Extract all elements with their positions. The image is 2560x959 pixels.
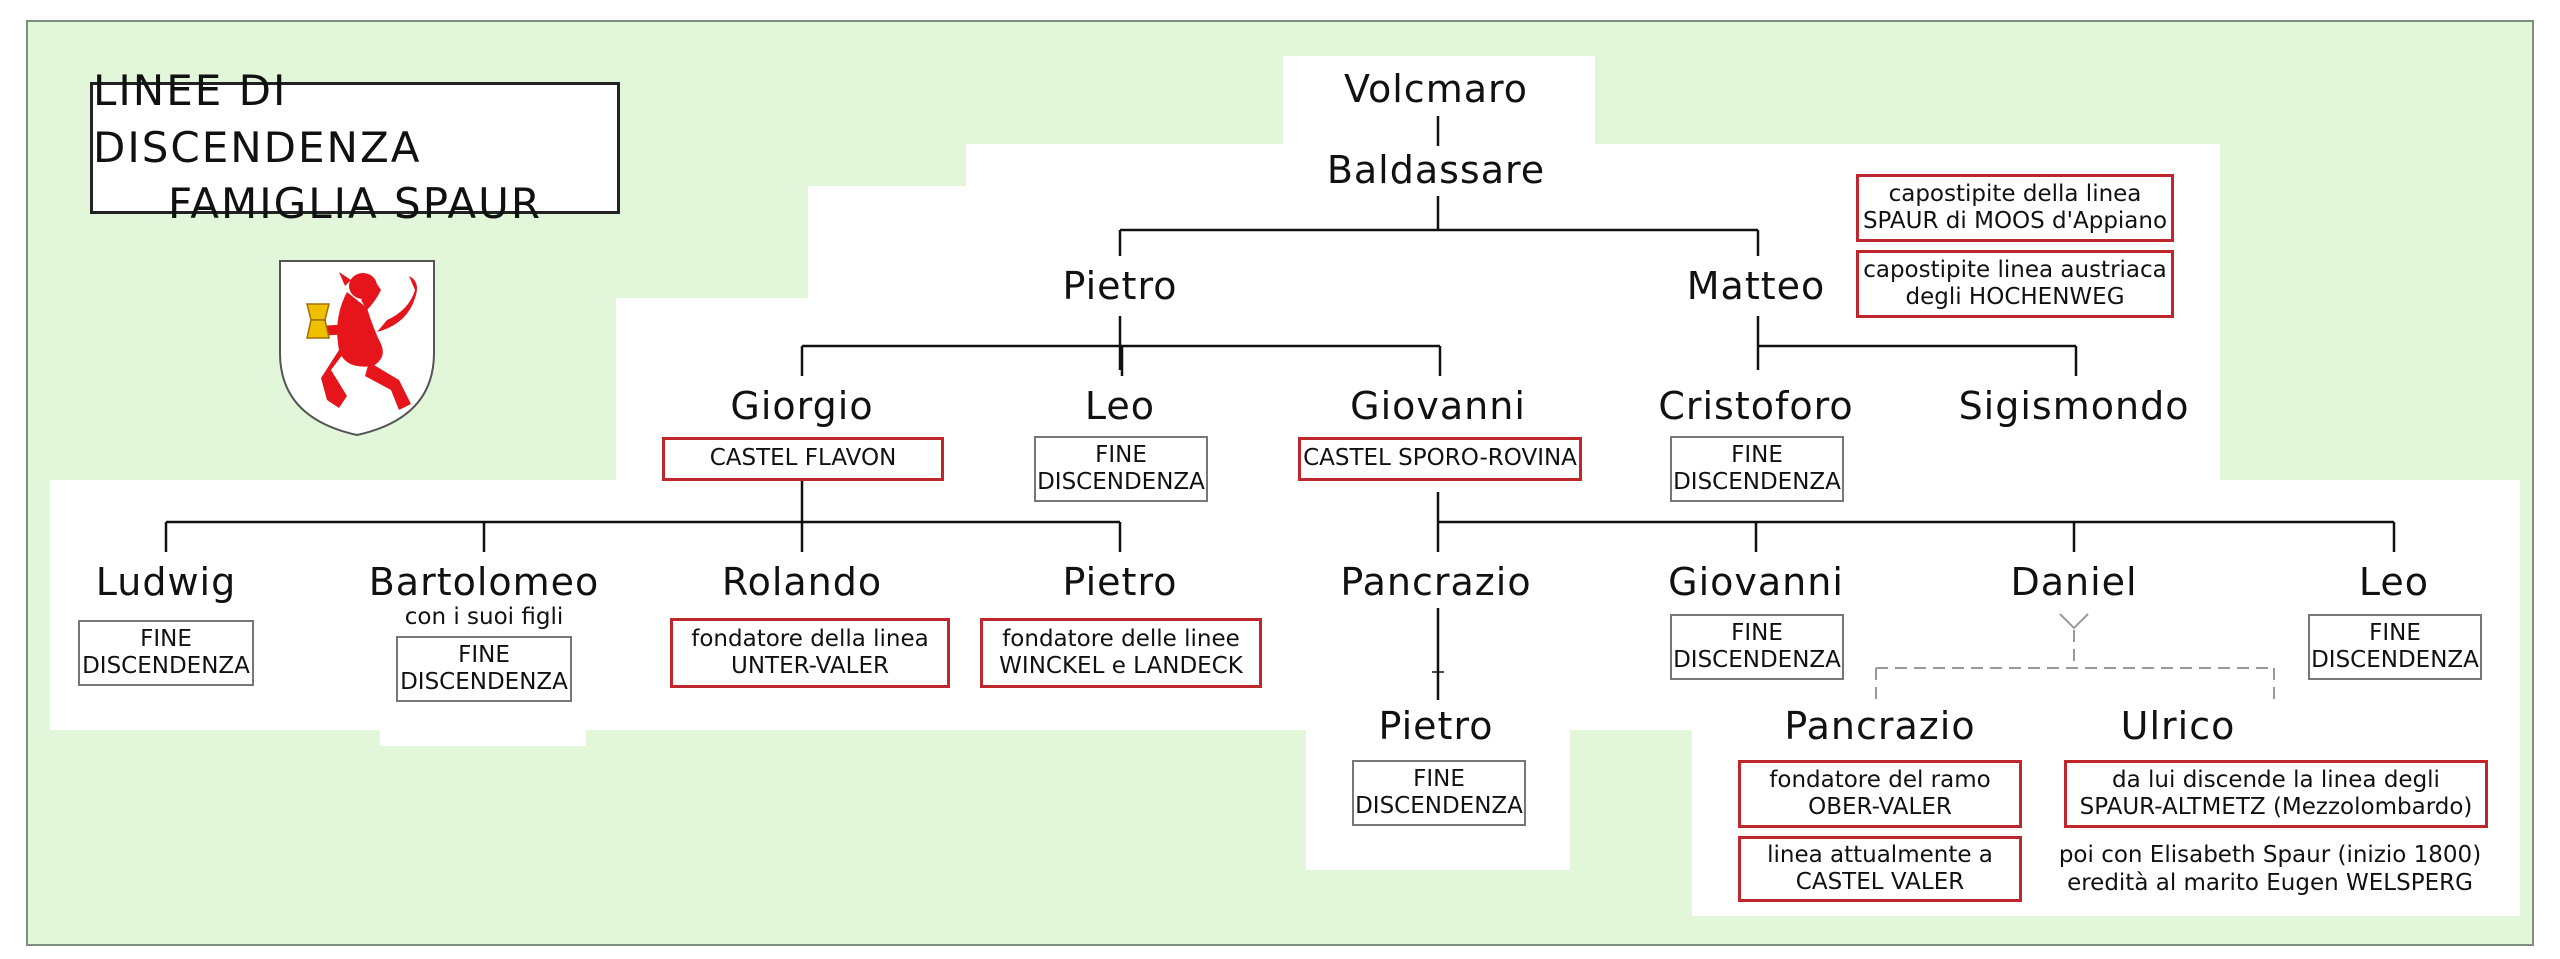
person-rolando: Rolando	[721, 560, 883, 604]
note-capostipite-moos: capostipite della linea SPAUR di MOOS d'…	[1856, 174, 2174, 242]
note-text: FINE	[1731, 619, 1783, 646]
note-fine-discendenza: FINE DISCENDENZA	[2308, 614, 2482, 680]
note-fondatore-winckel-landeck: fondatore delle linee WINCKEL e LANDECK	[980, 618, 1262, 688]
note-fine-discendenza: FINE DISCENDENZA	[1352, 760, 1526, 826]
note-text: DISCENDENZA	[1673, 469, 1841, 495]
person-giovanni-2: Giovanni	[1668, 560, 1844, 604]
note-text: SPAUR di MOOS d'Appiano	[1862, 208, 2168, 234]
person-giovanni: Giovanni	[1350, 384, 1526, 428]
note-text: poi con Elisabeth Spaur (inizio 1800)	[2058, 842, 2482, 868]
note-fine-discendenza: FINE DISCENDENZA	[1034, 436, 1208, 502]
note-text: FINE	[1413, 765, 1465, 792]
note-capostipite-austria: capostipite linea austriaca degli HOCHEN…	[1856, 250, 2174, 318]
person-pancrazio: Pancrazio	[1340, 560, 1532, 604]
person-baldassare: Baldassare	[1326, 148, 1546, 192]
person-sigismondo: Sigismondo	[1958, 384, 2190, 428]
person-giorgio: Giorgio	[730, 384, 874, 428]
person-pietro-2: Pietro	[1062, 560, 1178, 604]
note-castel-sporo-rovina: CASTEL SPORO-ROVINA	[1298, 437, 1582, 481]
note-text: fondatore delle linee	[1002, 625, 1240, 652]
person-ludwig: Ludwig	[95, 560, 237, 604]
note-text: eredità al marito Eugen WELSPERG	[2067, 869, 2473, 896]
note-text: FINE	[458, 641, 510, 668]
note-castel-flavon: CASTEL FLAVON	[662, 437, 944, 481]
note-text: WINCKEL e LANDECK	[999, 653, 1243, 679]
person-leo-2: Leo	[2358, 560, 2430, 604]
note-text: SPAUR-ALTMETZ (Mezzolombardo)	[2079, 794, 2473, 820]
lion-rampant-coat-of-arms-icon	[279, 260, 435, 437]
note-text: FINE	[1095, 441, 1147, 468]
note-text: OBER-VALER	[1808, 794, 1952, 820]
person-leo: Leo	[1084, 384, 1156, 428]
person-daniel: Daniel	[2010, 560, 2138, 604]
note-text: fondatore del ramo	[1769, 766, 1991, 793]
note-text: CASTEL SPORO-ROVINA	[1303, 445, 1577, 472]
note-text: linea attualmente a	[1767, 841, 1993, 868]
note-fine-discendenza: FINE DISCENDENZA	[1670, 436, 1844, 502]
person-cristoforo: Cristoforo	[1658, 384, 1854, 428]
note-text: da lui discende la linea degli	[2112, 766, 2440, 793]
note-text: fondatore della linea	[691, 625, 929, 652]
title-line-2: FAMIGLIA SPAUR	[167, 179, 543, 229]
person-pancrazio-2: Pancrazio	[1784, 704, 1976, 748]
note-text: FINE	[1731, 441, 1783, 468]
note-text: CASTEL FLAVON	[709, 445, 897, 472]
note-fine-discendenza: FINE DISCENDENZA	[1670, 614, 1844, 680]
person-bartolomeo: Bartolomeo	[368, 560, 600, 604]
person-volcmaro: Volcmaro	[1343, 67, 1529, 111]
note-con-i-suoi-figli: con i suoi figli	[404, 604, 564, 630]
note-text: DISCENDENZA	[2311, 647, 2479, 673]
note-fondatore-ober-valer: fondatore del ramo OBER-VALER	[1738, 760, 2022, 828]
note-fine-discendenza: FINE DISCENDENZA	[78, 620, 254, 686]
note-text: degli HOCHENWEG	[1905, 284, 2125, 310]
note-text: DISCENDENZA	[1355, 793, 1523, 819]
note-text: CASTEL VALER	[1795, 869, 1965, 895]
note-text: FINE	[140, 625, 192, 652]
note-text: DISCENDENZA	[400, 669, 568, 695]
note-text: DISCENDENZA	[1673, 647, 1841, 673]
note-fine-discendenza: FINE DISCENDENZA	[396, 636, 572, 702]
note-fondatore-unter-valer: fondatore della linea UNTER-VALER	[670, 618, 950, 688]
note-text: capostipite della linea	[1888, 180, 2142, 207]
note-spaur-altmetz: da lui discende la linea degli SPAUR-ALT…	[2064, 760, 2488, 828]
person-pietro: Pietro	[1062, 264, 1178, 308]
note-text: UNTER-VALER	[731, 653, 889, 679]
title-line-1: LINEE DI DISCENDENZA	[93, 65, 422, 172]
person-ulrico: Ulrico	[2120, 704, 2236, 748]
person-pietro-3: Pietro	[1378, 704, 1494, 748]
diagram-title: LINEE DI DISCENDENZA FAMIGLIA SPAUR	[90, 66, 620, 228]
bg-region	[380, 726, 586, 746]
note-text: DISCENDENZA	[1037, 469, 1205, 495]
person-matteo: Matteo	[1686, 264, 1826, 308]
note-text: DISCENDENZA	[82, 653, 250, 679]
note-text: capostipite linea austriaca	[1863, 256, 2167, 283]
note-text: FINE	[2369, 619, 2421, 646]
note-castel-valer: linea attualmente a CASTEL VALER	[1738, 836, 2022, 902]
note-welsperg: poi con Elisabeth Spaur (inizio 1800) er…	[2059, 842, 2481, 897]
